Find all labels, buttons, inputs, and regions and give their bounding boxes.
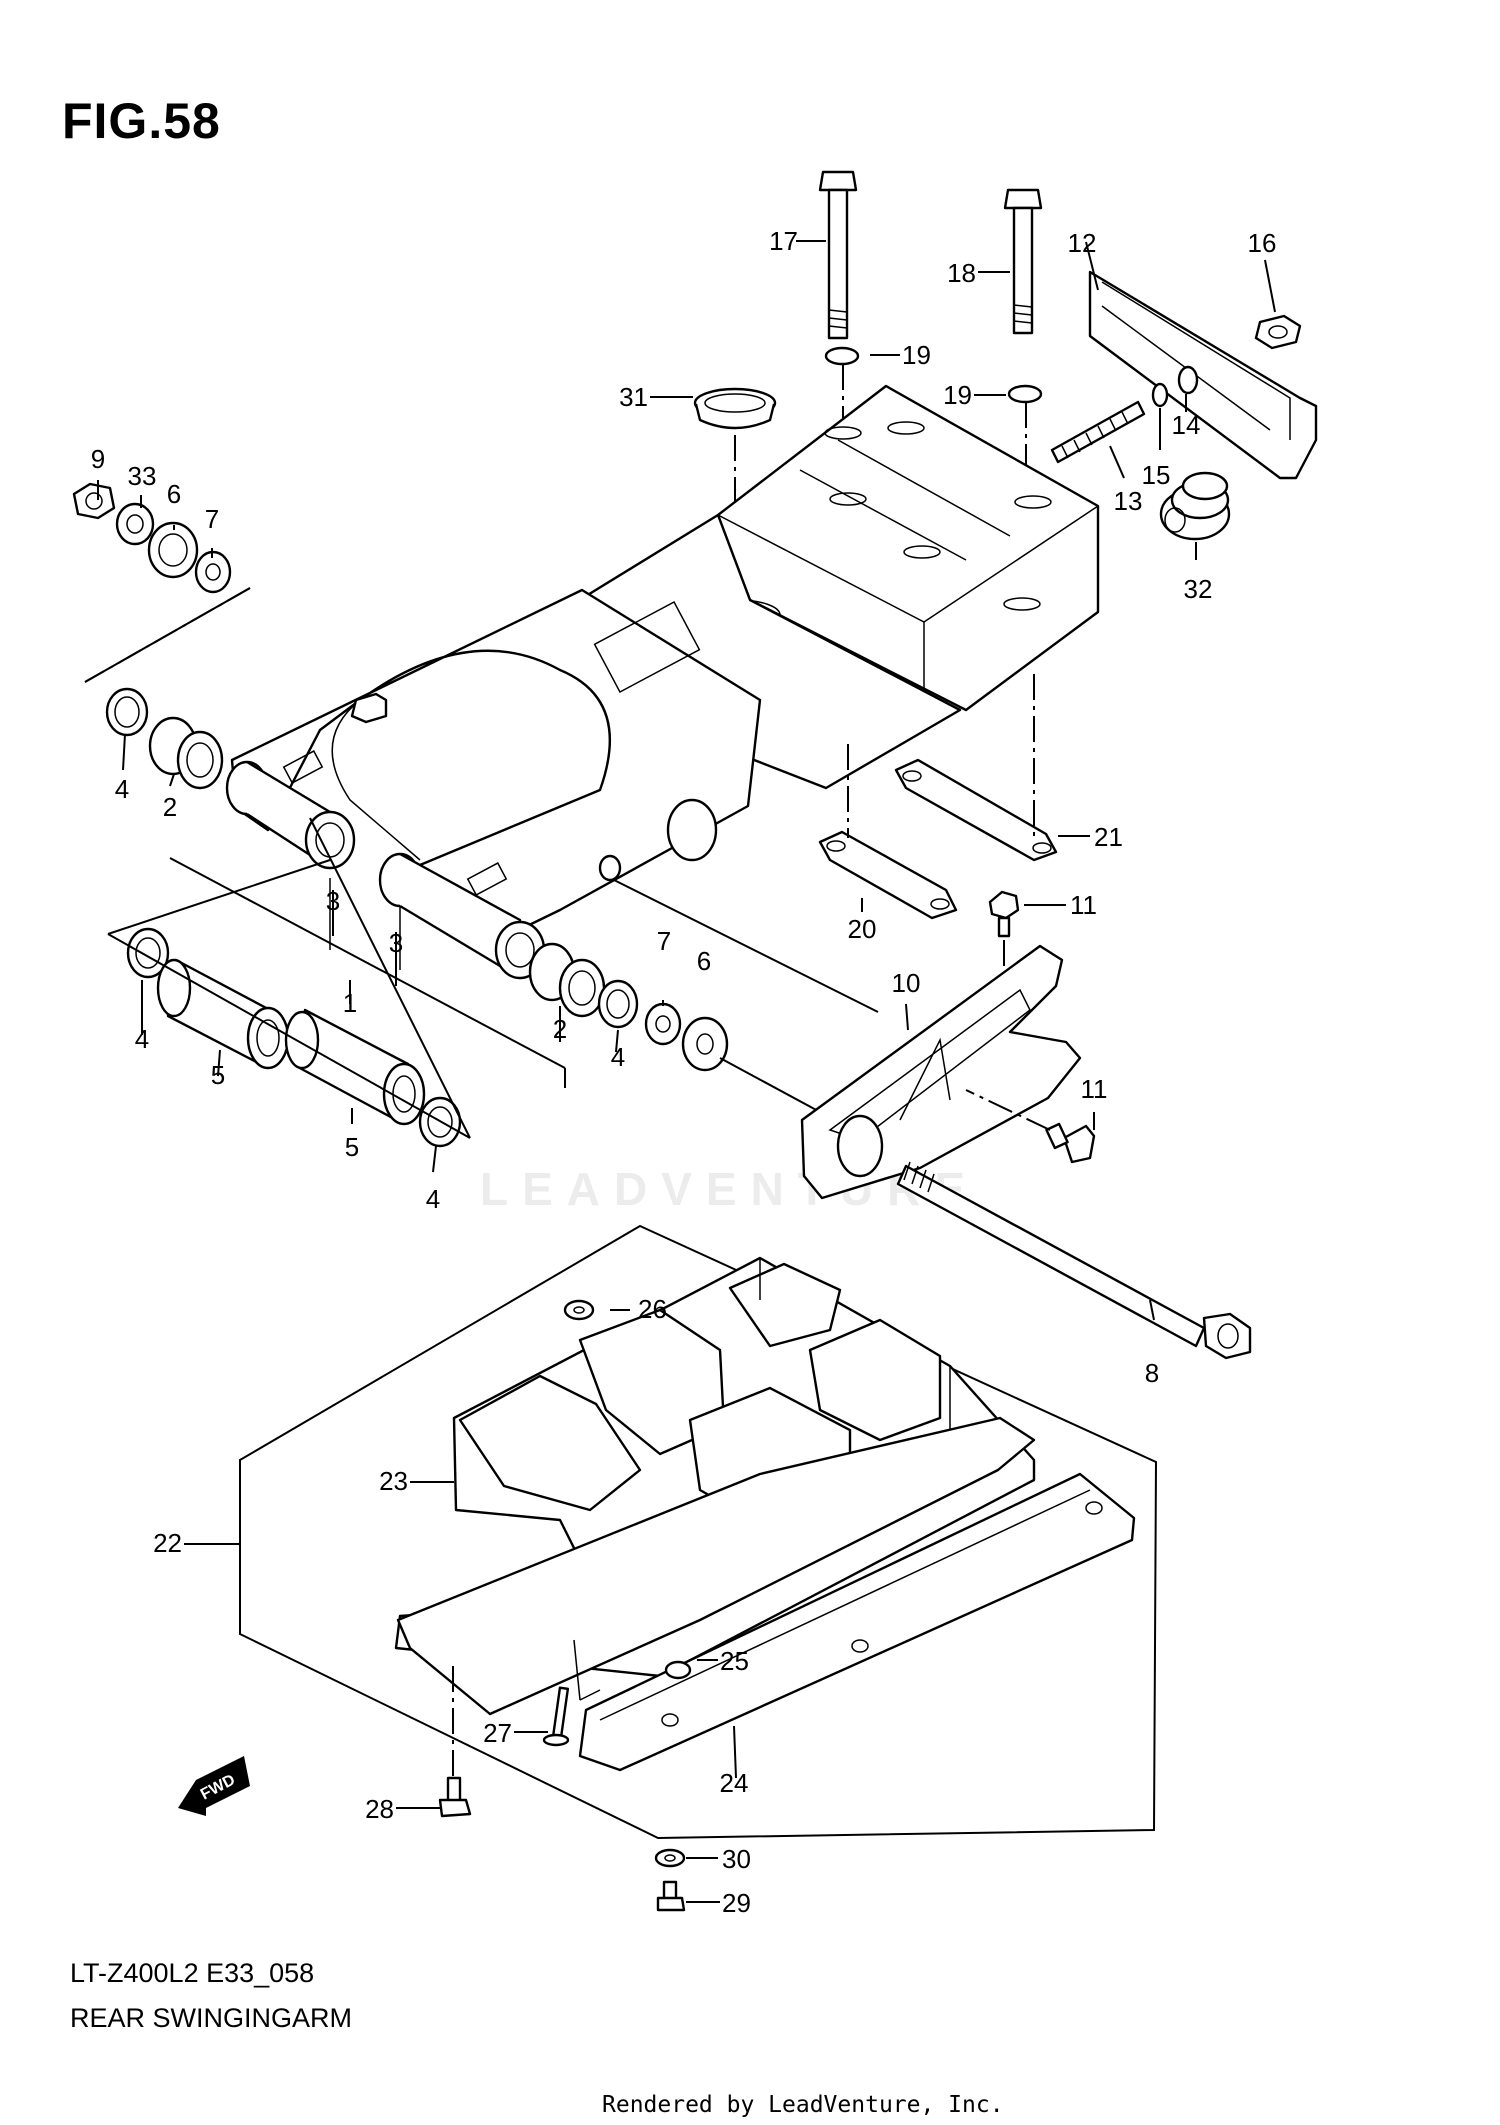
- washer-6-upper: [147, 521, 199, 579]
- washer-6-lower: [681, 1016, 729, 1072]
- callout-2b: 2: [553, 1014, 567, 1044]
- callout-13: 13: [1114, 486, 1143, 516]
- pipe-5-right: [284, 1008, 426, 1126]
- nut-9: [72, 482, 116, 520]
- washer-19-right: [1007, 384, 1043, 404]
- callout-3b: 3: [389, 928, 403, 958]
- callout-20: 20: [848, 914, 877, 944]
- rendered-by-credit: Rendered by LeadVenture, Inc.: [602, 2092, 1004, 2118]
- callout-10: 10: [892, 968, 921, 998]
- washer-30: [654, 1848, 686, 1868]
- callout-14: 14: [1172, 410, 1201, 440]
- callout-18: 18: [947, 258, 976, 288]
- bolt-28: [438, 1776, 472, 1818]
- washer-26: [563, 1299, 595, 1321]
- callout-31: 31: [619, 382, 648, 412]
- callout-15: 15: [1142, 460, 1171, 490]
- callout-4d: 4: [426, 1184, 440, 1214]
- bolt-11-lower: [1045, 1122, 1096, 1164]
- callout-27: 27: [483, 1718, 512, 1748]
- washer-33: [115, 502, 155, 546]
- washer-7-lower: [644, 1002, 682, 1046]
- washer-14: [1177, 365, 1199, 395]
- callout-21: 21: [1094, 822, 1123, 852]
- callout-5a: 5: [211, 1060, 225, 1090]
- callout-19b: 19: [943, 380, 972, 410]
- nut-16: [1254, 314, 1302, 350]
- skid-plate-base: [396, 1416, 1036, 1716]
- callout-2a: 2: [163, 792, 177, 822]
- callout-5b: 5: [345, 1132, 359, 1162]
- callout-12: 12: [1068, 228, 1097, 258]
- bearing-2-right: [528, 942, 606, 1018]
- callout-19a: 19: [902, 340, 931, 370]
- callout-24: 24: [720, 1768, 749, 1798]
- callout-23: 23: [379, 1466, 408, 1496]
- guide-24: [578, 1472, 1136, 1772]
- swingarm-1: [225, 384, 1100, 980]
- washer-25: [664, 1660, 692, 1680]
- callout-7b: 7: [657, 926, 671, 956]
- washer-19-left: [824, 346, 860, 366]
- chain-guide-10: [800, 944, 1082, 1200]
- callout-32: 32: [1184, 574, 1213, 604]
- callout-labels: 17 18 19 19 31 12 16 14 15 13 32 9 33 6 …: [91, 226, 1277, 1918]
- callout-6a: 6: [167, 479, 181, 509]
- diagram-caption: REAR SWINGINGARM: [70, 2003, 353, 2033]
- bolt-11-upper: [988, 890, 1020, 938]
- callout-7a: 7: [205, 504, 219, 534]
- pivot-shaft-8: [896, 1161, 1252, 1360]
- callout-17: 17: [769, 226, 798, 256]
- callout-6b: 6: [697, 946, 711, 976]
- callout-3a: 3: [326, 886, 340, 916]
- fwd-arrow-icon: FWD: [178, 1756, 250, 1816]
- callout-25: 25: [720, 1646, 749, 1676]
- callout-22: 22: [153, 1528, 182, 1558]
- pipe-5-left: [156, 958, 290, 1070]
- assembly-22-frame: [239, 1224, 1158, 1840]
- seal-4-left: [126, 927, 170, 979]
- chain-adjuster-plate-12: [1088, 270, 1318, 480]
- plate-21: [894, 758, 1058, 862]
- callout-30: 30: [722, 1844, 751, 1874]
- bearing-2-top: [148, 716, 224, 790]
- plate-20: [818, 830, 958, 920]
- callout-16: 16: [1248, 228, 1277, 258]
- callout-4c: 4: [611, 1042, 625, 1072]
- washer-15: [1151, 382, 1169, 408]
- adjuster-bolt-13: [1050, 400, 1146, 464]
- seal-4-right: [597, 979, 639, 1029]
- model-code: LT-Z400L2 E33_058: [70, 1958, 315, 1988]
- bolt-17: [818, 170, 858, 340]
- callout-8: 8: [1145, 1358, 1159, 1388]
- callout-4b: 4: [135, 1024, 149, 1054]
- callout-28: 28: [365, 1794, 394, 1824]
- rivet-27: [542, 1686, 570, 1747]
- bolt-29: [656, 1880, 686, 1912]
- figure-title: FIG.58: [62, 93, 221, 149]
- leader-lines: [97, 240, 1276, 1903]
- callout-29: 29: [722, 1888, 751, 1918]
- seal-4-top: [105, 687, 149, 737]
- cap-31: [693, 387, 777, 430]
- callout-26: 26: [638, 1294, 667, 1324]
- callout-9: 9: [91, 444, 105, 474]
- callout-11b: 11: [1081, 1074, 1108, 1104]
- callout-4a: 4: [115, 774, 129, 804]
- callout-1: 1: [343, 988, 357, 1018]
- boot-32: [1159, 471, 1231, 541]
- callout-11a: 11: [1070, 890, 1097, 920]
- bolt-18: [1003, 188, 1043, 335]
- callout-33: 33: [128, 461, 157, 491]
